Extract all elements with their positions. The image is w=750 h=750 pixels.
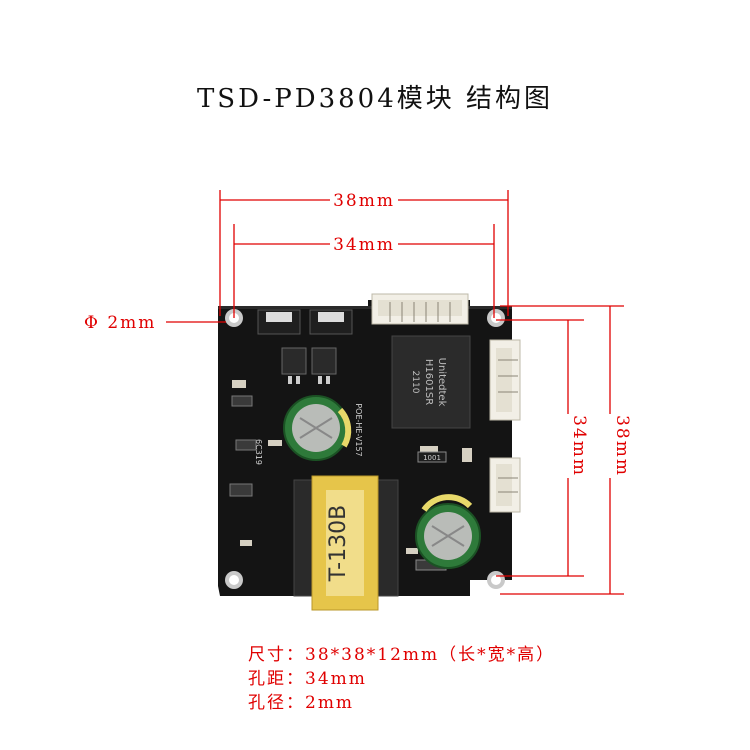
chip-brand: Unitedtek [436, 358, 447, 407]
electrolytic-capacitor [283, 395, 352, 461]
height-total-label: 38mm [612, 415, 632, 477]
mounting-hole [225, 571, 243, 589]
right-connector-bottom [489, 457, 521, 513]
spec-hole: 孔径：2mm [248, 693, 355, 713]
pcb-board: Unitedtek H1601SR 2110 [218, 293, 521, 611]
board-name: POE-HE-V157 [354, 403, 363, 456]
mounting-hole [487, 309, 505, 327]
top-connector [371, 293, 469, 325]
ethernet-chip: Unitedtek H1601SR 2110 [391, 335, 471, 429]
svg-text:1001: 1001 [423, 454, 441, 462]
mosfet [257, 309, 301, 335]
spec-size: 尺寸：38*38*12mm（长*宽*高） [248, 645, 556, 665]
bridge-rectifier [281, 347, 337, 384]
mounting-hole [487, 571, 505, 589]
right-connector-top [489, 339, 521, 421]
mosfet [309, 309, 353, 335]
width-pitch-label: 34mm [333, 235, 395, 255]
cap-code: 6C319 [254, 439, 263, 465]
height-pitch-label: 34mm [569, 415, 589, 477]
transformer-label: T-130B [326, 505, 351, 582]
chip-model: H1601SR [423, 359, 434, 405]
resistor: 1001 [417, 451, 447, 463]
chip-date: 2110 [410, 371, 420, 394]
dimension-lines [166, 190, 624, 595]
hole-diameter-label: Φ 2mm [84, 313, 156, 333]
spec-pitch: 孔距：34mm [248, 669, 367, 689]
page-title: TSD-PD3804模块 结构图 [196, 84, 554, 114]
width-total-label: 38mm [333, 191, 395, 211]
electrolytic-capacitor [415, 494, 481, 569]
power-transformer: T-130B [293, 475, 399, 611]
